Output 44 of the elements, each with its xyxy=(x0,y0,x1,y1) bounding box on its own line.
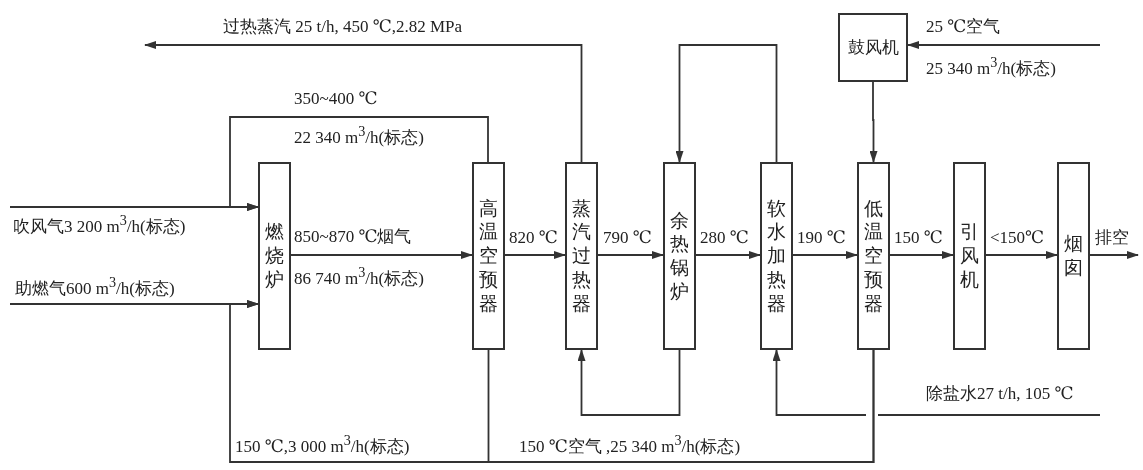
edge-label: 150 ℃,3 000 m$^{3}$/h(标态) xyxy=(234,433,411,455)
edge-label: 25 ℃空气 xyxy=(925,17,1002,35)
arrow xyxy=(144,41,583,163)
edge-label: 820 ℃ xyxy=(508,228,559,246)
edge-label: 过热蒸汽 25 t/h, 450 ℃,2.82 MPa xyxy=(222,17,464,35)
arrow xyxy=(597,251,664,259)
arrow xyxy=(985,251,1058,259)
edge-label: 790 ℃ xyxy=(602,228,653,246)
process-box: 低温空预器 xyxy=(857,162,890,350)
process-box: 燃烧炉 xyxy=(258,162,291,350)
arrow xyxy=(772,349,1101,416)
arrow xyxy=(1089,251,1139,259)
edge-label: 助燃气600 m$^{3}$/h(标态) xyxy=(14,275,176,297)
edge-label: 150 ℃ xyxy=(893,228,944,246)
process-box: 烟囱 xyxy=(1057,162,1090,350)
edge-label: 190 ℃ xyxy=(796,228,847,246)
process-box: 余热锅炉 xyxy=(663,162,696,350)
arrow xyxy=(675,44,778,163)
edge-label: 850~870 ℃烟气 xyxy=(293,227,413,245)
connector-line xyxy=(487,349,875,463)
edge-label: <150℃ xyxy=(989,228,1046,246)
edge-label: 除盐水27 t/h, 105 ℃ xyxy=(925,384,1075,402)
arrow xyxy=(290,251,473,259)
arrow xyxy=(577,349,681,416)
process-box: 高温空预器 xyxy=(472,162,505,350)
flow-label: 25 340 m$^{3}$/h(标态) xyxy=(925,55,1057,77)
arrow xyxy=(695,251,761,259)
edge-label: 排空 xyxy=(1094,228,1130,246)
edge-label: 150 ℃空气 ,25 340 m$^{3}$/h(标态) xyxy=(518,433,742,455)
edge-label: 吹风气3 200 m$^{3}$/h(标态) xyxy=(12,213,187,235)
flow-label: 86 740 m$^{3}$/h(标态) xyxy=(293,265,425,287)
arrow xyxy=(907,41,1101,49)
arrow xyxy=(229,116,489,211)
arrow xyxy=(869,81,878,163)
process-box: 引风机 xyxy=(953,162,986,350)
edge-label: 350~400 ℃ xyxy=(293,89,379,107)
process-box: 蒸汽过热器 xyxy=(565,162,598,350)
flow-label: 22 340 m$^{3}$/h(标态) xyxy=(293,124,425,146)
process-box: 鼓风机 xyxy=(838,13,908,82)
arrow xyxy=(504,251,566,259)
edge-label: 280 ℃ xyxy=(699,228,750,246)
arrow xyxy=(792,251,858,259)
process-box: 软水加热器 xyxy=(760,162,793,350)
arrow xyxy=(889,251,954,259)
